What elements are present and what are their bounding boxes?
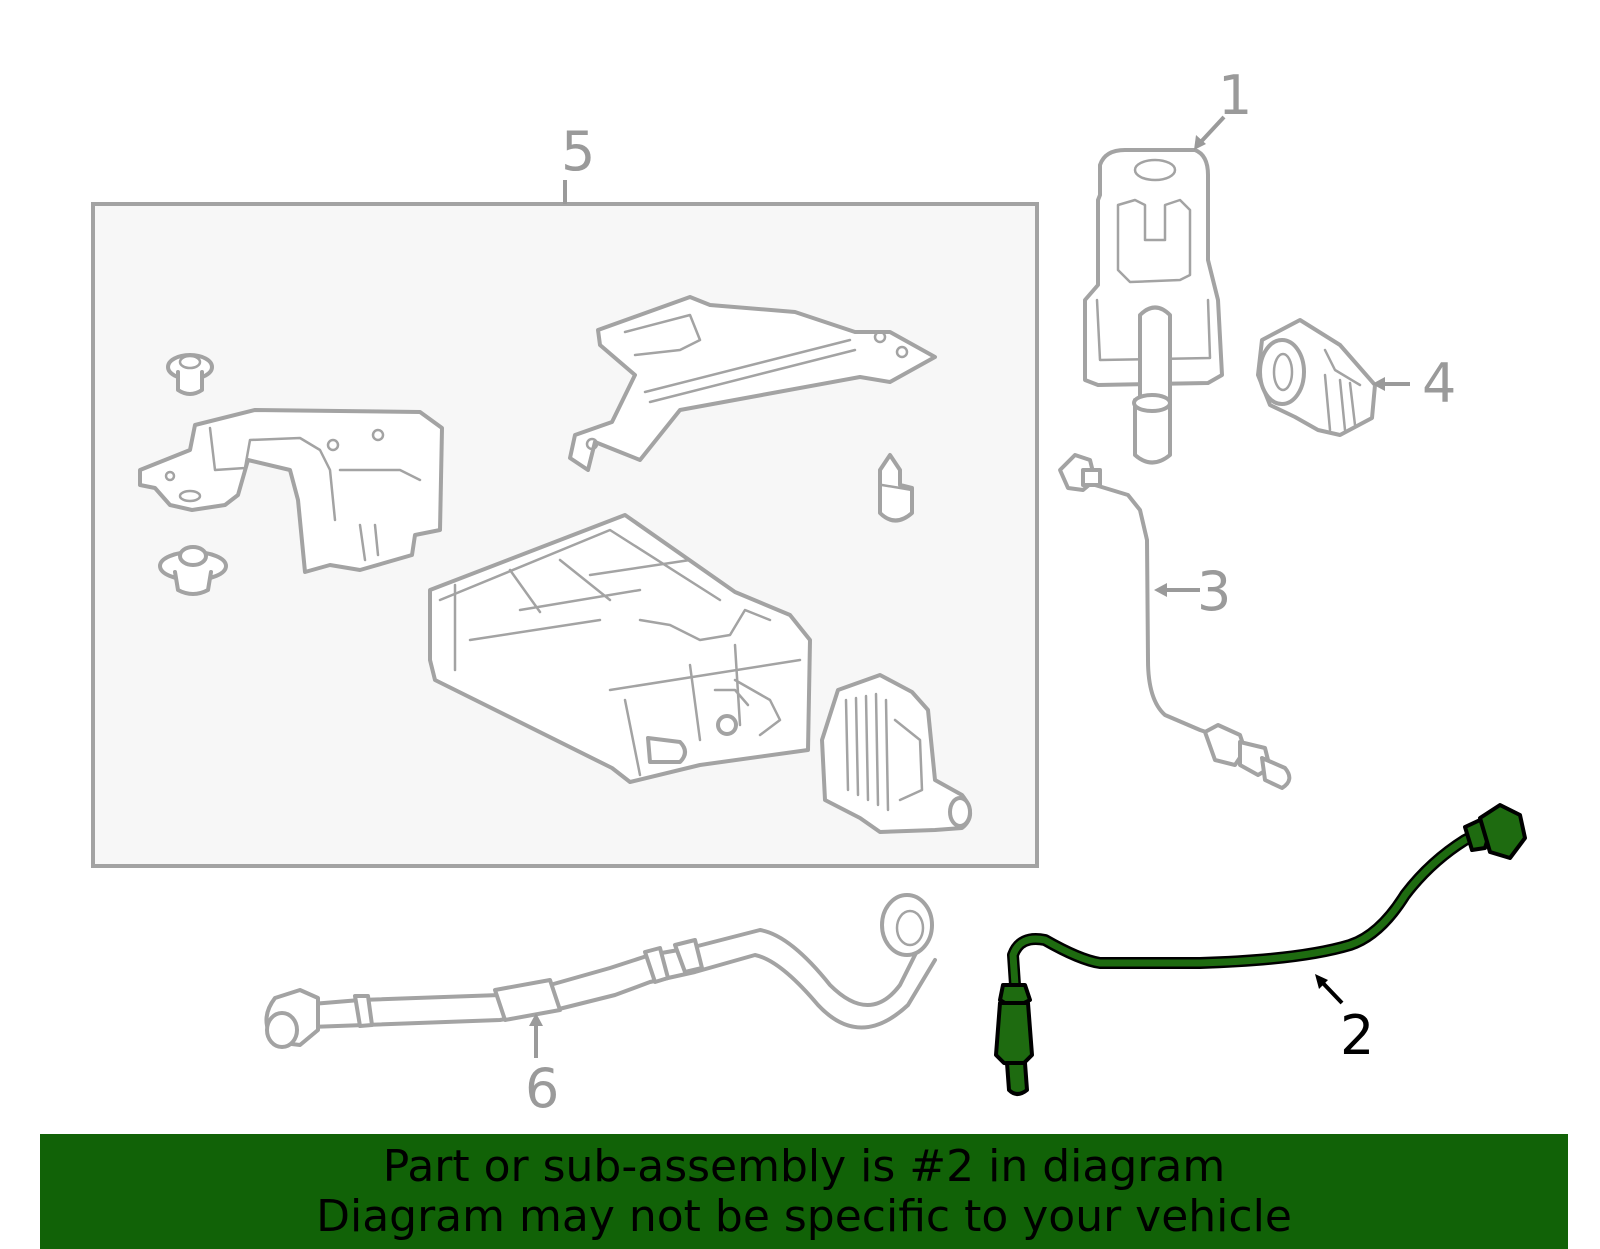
callout-3: 3 (1197, 560, 1231, 623)
part-5-clip-top (166, 353, 214, 396)
part-5-upper-bracket (568, 295, 937, 472)
part-6-hose[interactable] (264, 893, 937, 1049)
banner-line-1: Part or sub-assembly is #2 in diagram (382, 1140, 1226, 1192)
callout-6: 6 (525, 1057, 559, 1120)
part-5-assembly-box[interactable] (91, 202, 1039, 868)
part-5-left-bracket (138, 408, 444, 574)
part-5-pin (878, 453, 914, 523)
part-2-oxygen-sensor-highlighted[interactable] (994, 803, 1527, 1096)
callout-5: 5 (561, 120, 595, 183)
part-3-oxygen-sensor[interactable] (1058, 453, 1292, 790)
callout-1: 1 (1218, 64, 1252, 127)
part-5-vent-valve (820, 673, 972, 834)
part-5-canister (428, 513, 812, 784)
info-banner: Part or sub-assembly is #2 in diagram Di… (40, 1134, 1568, 1249)
part-5-clip-bottom (158, 545, 228, 596)
part-1-purge-valve[interactable] (1083, 148, 1224, 465)
part-4-sensor[interactable] (1256, 318, 1377, 437)
leader-lines (529, 115, 1410, 1058)
callout-2: 2 (1340, 1004, 1374, 1067)
banner-line-2: Diagram may not be specific to your vehi… (316, 1190, 1292, 1242)
callout-4: 4 (1422, 352, 1456, 415)
